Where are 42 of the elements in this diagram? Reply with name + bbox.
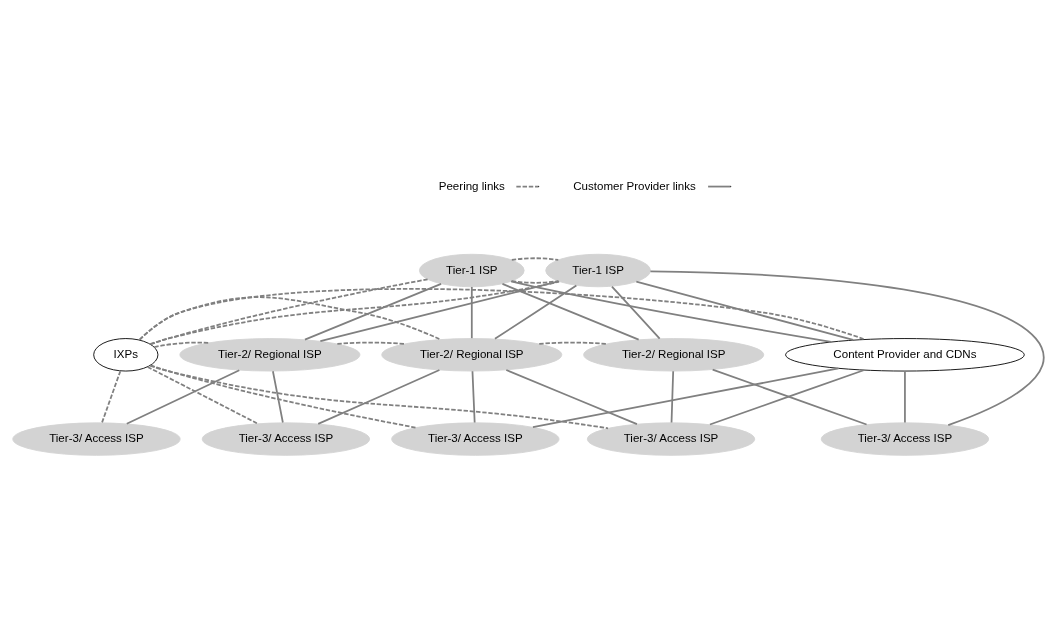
- connector: [125, 369, 241, 425]
- connector: [611, 285, 661, 340]
- connector: [494, 284, 578, 340]
- connector: [471, 370, 476, 424]
- node-ellipse: Tier-3/ Access ISP: [820, 422, 990, 456]
- connector: [272, 370, 284, 424]
- connector: [149, 278, 429, 346]
- connector: [649, 270, 1045, 426]
- node-ellipse: IXPs: [93, 338, 159, 372]
- node-ellipse: Tier-2/ Regional ISP: [179, 338, 361, 372]
- connector: [501, 283, 640, 341]
- connector: [304, 283, 442, 341]
- legend-label: Customer Provider links: [573, 179, 696, 192]
- connector: [101, 370, 122, 424]
- connector: [532, 367, 840, 429]
- connector: [904, 370, 906, 424]
- connector: [153, 341, 210, 348]
- connector: [317, 369, 441, 425]
- node-ellipse: Tier-1 ISP: [545, 253, 651, 288]
- connector: [510, 280, 832, 343]
- connector: [138, 288, 866, 341]
- connector: [635, 280, 854, 341]
- node-ellipse: Tier-3/ Access ISP: [391, 422, 560, 456]
- node-ellipse: Tier-3/ Access ISP: [12, 422, 181, 456]
- connector: [146, 366, 259, 425]
- legend-label: Peering links: [438, 179, 505, 192]
- connector: [510, 257, 560, 261]
- connector: [470, 286, 473, 340]
- connector: [149, 280, 561, 345]
- node-ellipse: Tier-2/ Regional ISP: [583, 338, 765, 372]
- connector: [336, 341, 406, 345]
- node-ellipse: Tier-3/ Access ISP: [586, 422, 756, 456]
- node-ellipse: Tier-3/ Access ISP: [201, 422, 371, 456]
- connector: [319, 280, 560, 343]
- node-ellipse: Tier-1 ISP: [419, 253, 525, 288]
- connector: [505, 369, 638, 425]
- node-ellipse: Tier-2/ Regional ISP: [381, 338, 563, 372]
- connector: [149, 364, 609, 430]
- connector: [670, 370, 675, 424]
- node-ellipse: Content Provider and CDNs: [785, 338, 1025, 372]
- connector: [538, 341, 608, 345]
- connector: [510, 280, 560, 284]
